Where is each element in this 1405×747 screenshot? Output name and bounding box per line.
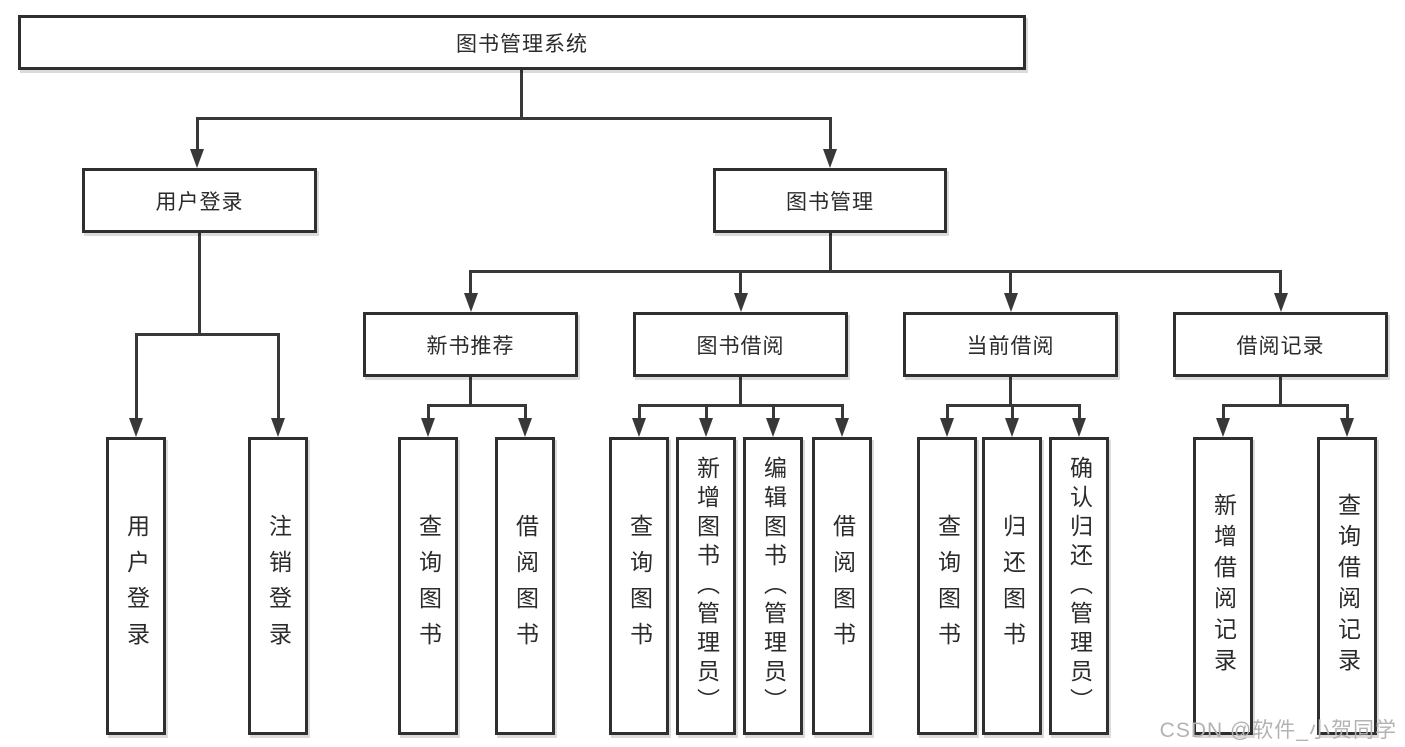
connector-line: [195, 118, 199, 150]
arrow-down-icon: [1273, 293, 1288, 312]
node-label: 查询图书: [626, 514, 653, 658]
leaf-query-books-recommend: 查询图书: [398, 437, 458, 735]
arrow-down-icon: [823, 149, 837, 168]
arrow-down-icon: [190, 149, 204, 168]
arrow-down-icon: [766, 418, 780, 437]
arrow-down-icon: [1340, 418, 1354, 437]
node-library-system: 图书管理系统: [18, 15, 1026, 70]
connector-line: [840, 404, 844, 421]
arrow-down-icon: [940, 418, 954, 437]
node-label: 用户登录: [123, 514, 150, 658]
connector-line: [519, 70, 523, 120]
connector-line: [1077, 404, 1081, 421]
connector-line: [828, 233, 832, 273]
node-label: 借阅记录: [1236, 334, 1325, 358]
node-label: 新增借阅记录: [1210, 493, 1237, 679]
leaf-user-login: 用户登录: [106, 437, 166, 735]
node-label: 查询借阅记录: [1334, 493, 1361, 679]
connector-line: [426, 404, 430, 421]
connector-line: [739, 270, 742, 294]
watermark-text: CSDN @软件_小贺同学: [1159, 719, 1397, 742]
arrow-down-icon: [1005, 418, 1019, 437]
node-label: 编辑图书（管理员）: [760, 455, 787, 717]
leaf-add-book-admin: 新增图书（管理员）: [676, 437, 736, 735]
leaf-query-books-current: 查询图书: [917, 437, 977, 735]
node-label: 新增图书（管理员）: [693, 455, 720, 717]
connector-line: [276, 333, 280, 418]
node-label: 用户登录: [155, 190, 244, 214]
connector-line: [195, 117, 832, 120]
connector-line: [771, 404, 775, 421]
node-label: 图书借阅: [696, 334, 785, 358]
connector-line: [637, 404, 844, 407]
connector-line: [1010, 404, 1014, 421]
connector-line: [1221, 404, 1349, 407]
node-label: 查询图书: [415, 514, 442, 658]
connector-line: [469, 270, 472, 294]
connector-line: [197, 233, 201, 336]
node-label: 借阅图书: [829, 514, 856, 658]
leaf-edit-book-admin: 编辑图书（管理员）: [743, 437, 803, 735]
connector-line: [469, 270, 1282, 273]
node-label: 新书推荐: [426, 334, 515, 358]
leaf-confirm-return-admin: 确认归还（管理员）: [1049, 437, 1109, 735]
connector-line: [1221, 404, 1225, 421]
arrow-down-icon: [421, 418, 435, 437]
connector-line: [828, 118, 832, 150]
arrow-down-icon: [463, 293, 478, 312]
arrow-down-icon: [518, 418, 532, 437]
leaf-query-borrow-record: 查询借阅记录: [1317, 437, 1377, 735]
connector-line: [739, 377, 742, 407]
arrow-down-icon: [129, 418, 143, 437]
connector-line: [523, 404, 527, 421]
arrow-down-icon: [699, 418, 713, 437]
arrow-down-icon: [733, 293, 748, 312]
node-book-borrowing: 图书借阅: [633, 312, 848, 377]
connector-line: [1279, 270, 1282, 294]
leaf-return-book: 归还图书: [982, 437, 1042, 735]
node-label: 当前借阅: [966, 334, 1055, 358]
leaf-logout: 注销登录: [248, 437, 308, 735]
node-label: 注销登录: [265, 514, 292, 658]
connector-line: [426, 404, 527, 407]
node-label: 查询图书: [934, 514, 961, 658]
connector-line: [134, 333, 138, 418]
arrow-down-icon: [632, 418, 646, 437]
node-new-book-recommend: 新书推荐: [363, 312, 578, 377]
node-book-management: 图书管理: [713, 168, 947, 233]
connector-line: [469, 377, 472, 407]
arrow-down-icon: [1072, 418, 1086, 437]
leaf-borrow-books: 借阅图书: [812, 437, 872, 735]
leaf-borrow-books-recommend: 借阅图书: [495, 437, 555, 735]
node-label: 借阅图书: [512, 514, 539, 658]
connector-line: [704, 404, 708, 421]
connector-line: [1009, 377, 1012, 407]
node-label: 归还图书: [999, 514, 1026, 658]
node-label: 图书管理: [786, 190, 874, 214]
arrow-down-icon: [1216, 418, 1230, 437]
connector-line: [134, 333, 280, 336]
node-user-login: 用户登录: [82, 168, 317, 233]
node-label: 图书管理系统: [456, 32, 588, 56]
connector-line: [637, 404, 641, 421]
leaf-add-borrow-record: 新增借阅记录: [1193, 437, 1253, 735]
connector-line: [1345, 404, 1349, 421]
arrow-down-icon: [1003, 293, 1018, 312]
node-borrow-records: 借阅记录: [1173, 312, 1388, 377]
node-label: 确认归还（管理员）: [1066, 455, 1093, 717]
arrow-down-icon: [271, 418, 285, 437]
connector-line: [1009, 270, 1012, 294]
connector-line: [945, 404, 949, 421]
arrow-down-icon: [835, 418, 849, 437]
node-current-borrowing: 当前借阅: [903, 312, 1118, 377]
connector-line: [1279, 377, 1282, 407]
leaf-query-books-borrowing: 查询图书: [609, 437, 669, 735]
